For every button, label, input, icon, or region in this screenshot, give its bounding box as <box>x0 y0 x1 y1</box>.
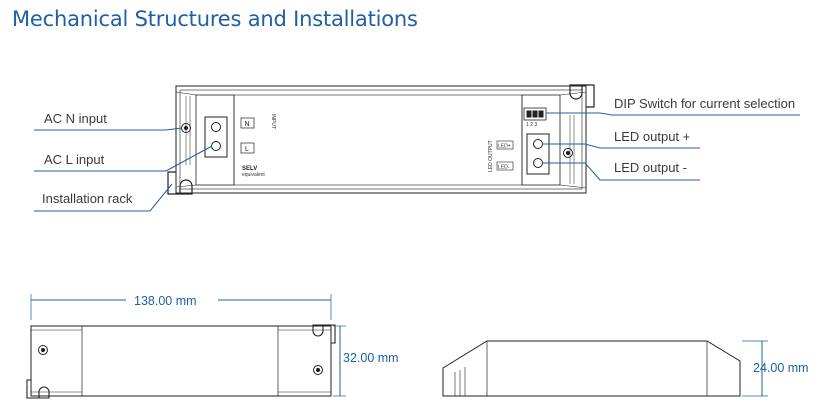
page-title: Mechanical Structures and Installations <box>12 7 418 31</box>
driver-top-view <box>167 84 595 195</box>
width-dimension-line <box>333 325 346 397</box>
callout-installation-rack: Installation rack <box>42 191 133 206</box>
led-plus-tag: LED+ <box>498 144 511 150</box>
dimension-plan-view <box>26 324 336 399</box>
length-dimension-line <box>30 294 332 320</box>
dimension-side-view <box>442 340 741 397</box>
width-dimension-label: 32.00 mm <box>343 351 399 365</box>
input-rating-text: INPUT <box>270 114 276 129</box>
callout-led-minus: LED output - <box>614 160 687 175</box>
height-dimension-line <box>742 340 768 397</box>
height-dimension-label: 24.00 mm <box>753 361 809 375</box>
callout-leaders <box>34 112 800 212</box>
terminal-n-label: N <box>245 121 250 128</box>
led-output-text: LED OUTPUT <box>488 140 494 172</box>
callout-led-plus: LED output + <box>614 129 690 144</box>
selv-sub-label: equivalent <box>242 172 265 178</box>
led-minus-tag: LED- <box>498 165 510 171</box>
selv-label: SELV <box>242 166 257 172</box>
callout-dip-switch: DIP Switch for current selection <box>614 96 795 111</box>
callout-ac-n: AC N input <box>44 111 107 126</box>
dip-numbers: 1 2 3 <box>526 122 537 128</box>
callout-ac-l: AC L input <box>44 152 105 167</box>
terminal-l-label: L <box>245 146 249 153</box>
length-dimension-label: 138.00 mm <box>134 294 197 308</box>
